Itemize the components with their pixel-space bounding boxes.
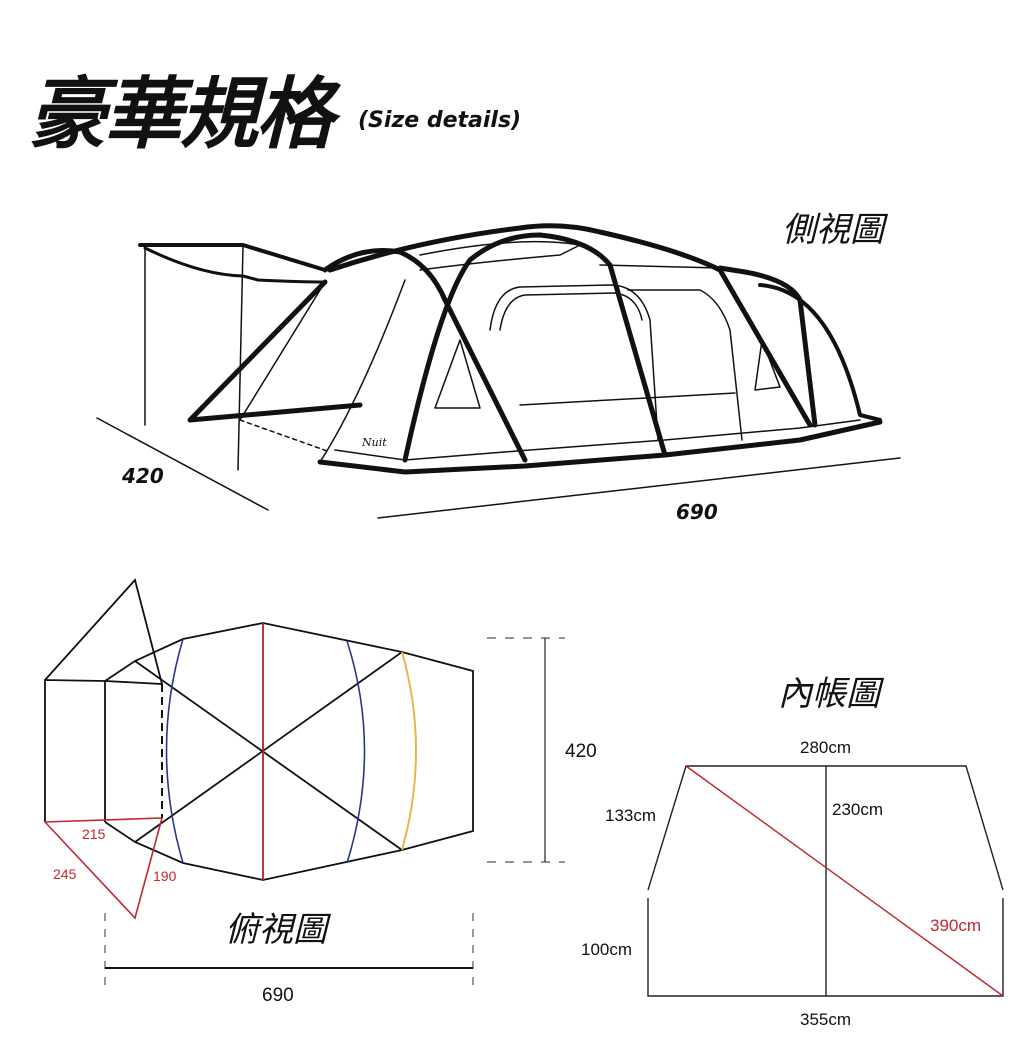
depth-line	[96, 417, 269, 511]
top-length-label: 690	[262, 985, 294, 1006]
inner-tent-label: 內帳圖	[778, 674, 880, 714]
awning-215-label: 215	[82, 826, 106, 842]
awning-245-label: 245	[53, 866, 77, 882]
length-line	[377, 457, 901, 519]
top-view-drawing	[44, 578, 565, 990]
side-depth-label: 420	[122, 464, 164, 488]
top-view-label: 俯視圖	[225, 910, 327, 950]
brand-logo: Nuit	[362, 436, 387, 449]
page-title: 豪華規格	[28, 70, 334, 160]
inner-diagonal: 390cm	[930, 916, 982, 935]
side-length-label: 690	[676, 500, 718, 524]
inner-wall-height: 100cm	[581, 940, 633, 959]
page-subtitle: (Size details)	[358, 108, 522, 133]
inner-side-height: 133cm	[605, 806, 657, 825]
inner-top-width: 280cm	[800, 738, 852, 757]
top-width-label: 420	[565, 741, 597, 762]
side-view-label: 側視圖	[782, 210, 884, 250]
awning-190-label: 190	[153, 868, 177, 884]
inner-center-height: 230cm	[832, 800, 884, 819]
inner-bottom-width: 355cm	[800, 1010, 852, 1029]
pole	[237, 245, 244, 471]
inner-tent-drawing	[647, 765, 1004, 997]
side-view-drawing	[96, 223, 901, 519]
